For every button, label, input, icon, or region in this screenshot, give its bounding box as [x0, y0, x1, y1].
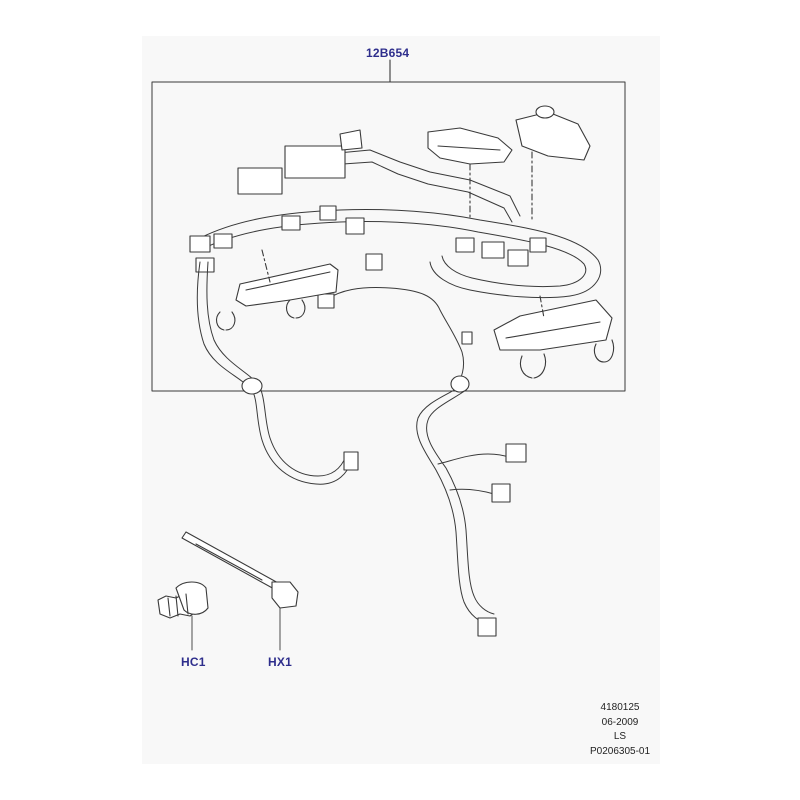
cable-tie-icon — [181, 531, 299, 651]
harness-trunk-upper — [284, 149, 521, 217]
harness-connector-right-d — [455, 237, 475, 253]
harness-connector-left-b — [213, 233, 233, 249]
harness-end-connector-b — [491, 483, 511, 503]
harness-sensor-connector — [317, 293, 335, 309]
lower-bracket-icon — [493, 295, 615, 379]
harness-connector-left-a — [189, 235, 211, 253]
harness-housing-box — [284, 145, 346, 179]
harness-connector-mid-d — [365, 253, 383, 271]
upper-bracket-icon — [427, 105, 591, 223]
harness-tab-right — [461, 331, 473, 345]
upper-bracket-boss — [535, 105, 555, 119]
harness-end-connector-a — [505, 443, 527, 463]
upper-bracket-front-rib — [437, 145, 501, 151]
harness-connector-mid-c — [345, 217, 365, 235]
wiring-harness-icon — [189, 129, 602, 637]
left-bracket-body — [235, 263, 339, 307]
left-bracket-leader — [261, 249, 271, 283]
upper-bracket-front — [427, 127, 513, 165]
cable-tie-strap — [181, 531, 281, 591]
harness-grommet-left — [241, 377, 263, 395]
lower-bracket-leader — [539, 295, 545, 319]
harness-main-loop-inner — [199, 220, 587, 288]
left-bracket-clip-right — [285, 299, 306, 319]
main-assembly-callout[interactable]: 12B654 — [366, 46, 410, 60]
harness-end-connector-c — [477, 617, 497, 637]
harness-connector-block — [237, 167, 283, 195]
harness-end-connector-left — [343, 451, 359, 471]
left-bracket-clip-left — [215, 311, 236, 331]
lower-bracket-rib — [505, 321, 601, 339]
harness-trunk-upper-outline — [284, 161, 513, 223]
push-clip-icon — [157, 581, 209, 651]
reference-date: 06-2009 — [601, 716, 639, 728]
reference-block: 4180125 06-2009 LS P0206305-01 — [560, 701, 680, 759]
lower-bracket-clip — [519, 353, 547, 379]
harness-branch-left-outline — [206, 261, 347, 477]
cable-tie-head — [271, 581, 299, 609]
left-bracket-icon — [215, 249, 339, 331]
cable-tie-callout[interactable]: HX1 — [268, 655, 292, 669]
harness-grommet-right — [450, 375, 470, 393]
harness-connector-left-c — [195, 257, 215, 273]
harness-branch-sensor — [325, 287, 465, 389]
lower-bracket-clip-right — [593, 339, 615, 363]
harness-connector-right-c — [529, 237, 547, 253]
harness-branch-left — [196, 261, 353, 485]
reference-number: 4180125 — [600, 702, 640, 713]
cable-tie-strap-teeth — [195, 543, 263, 581]
harness-branch-lower-right — [416, 387, 489, 625]
push-clip-head — [175, 581, 209, 615]
illustration-id: P0206305-01 — [589, 745, 651, 757]
left-bracket-rib — [245, 271, 331, 291]
harness-lower-branch-b — [449, 488, 495, 495]
harness-top-connector — [339, 129, 363, 151]
reference-code: LS — [613, 731, 627, 742]
harness-lower-branch-a — [437, 453, 515, 465]
harness-branch-lower-right-outline — [426, 389, 495, 615]
lower-bracket-body — [493, 299, 613, 351]
harness-connector-right-b — [507, 249, 529, 267]
upper-bracket-rear — [515, 111, 591, 161]
harness-kit-frame — [151, 81, 626, 392]
harness-connector-right-a — [481, 241, 505, 259]
clip-callout[interactable]: HC1 — [181, 655, 206, 669]
harness-connector-mid-a — [281, 215, 301, 231]
push-clip-rings — [167, 593, 189, 617]
harness-connector-mid-b — [319, 205, 337, 221]
